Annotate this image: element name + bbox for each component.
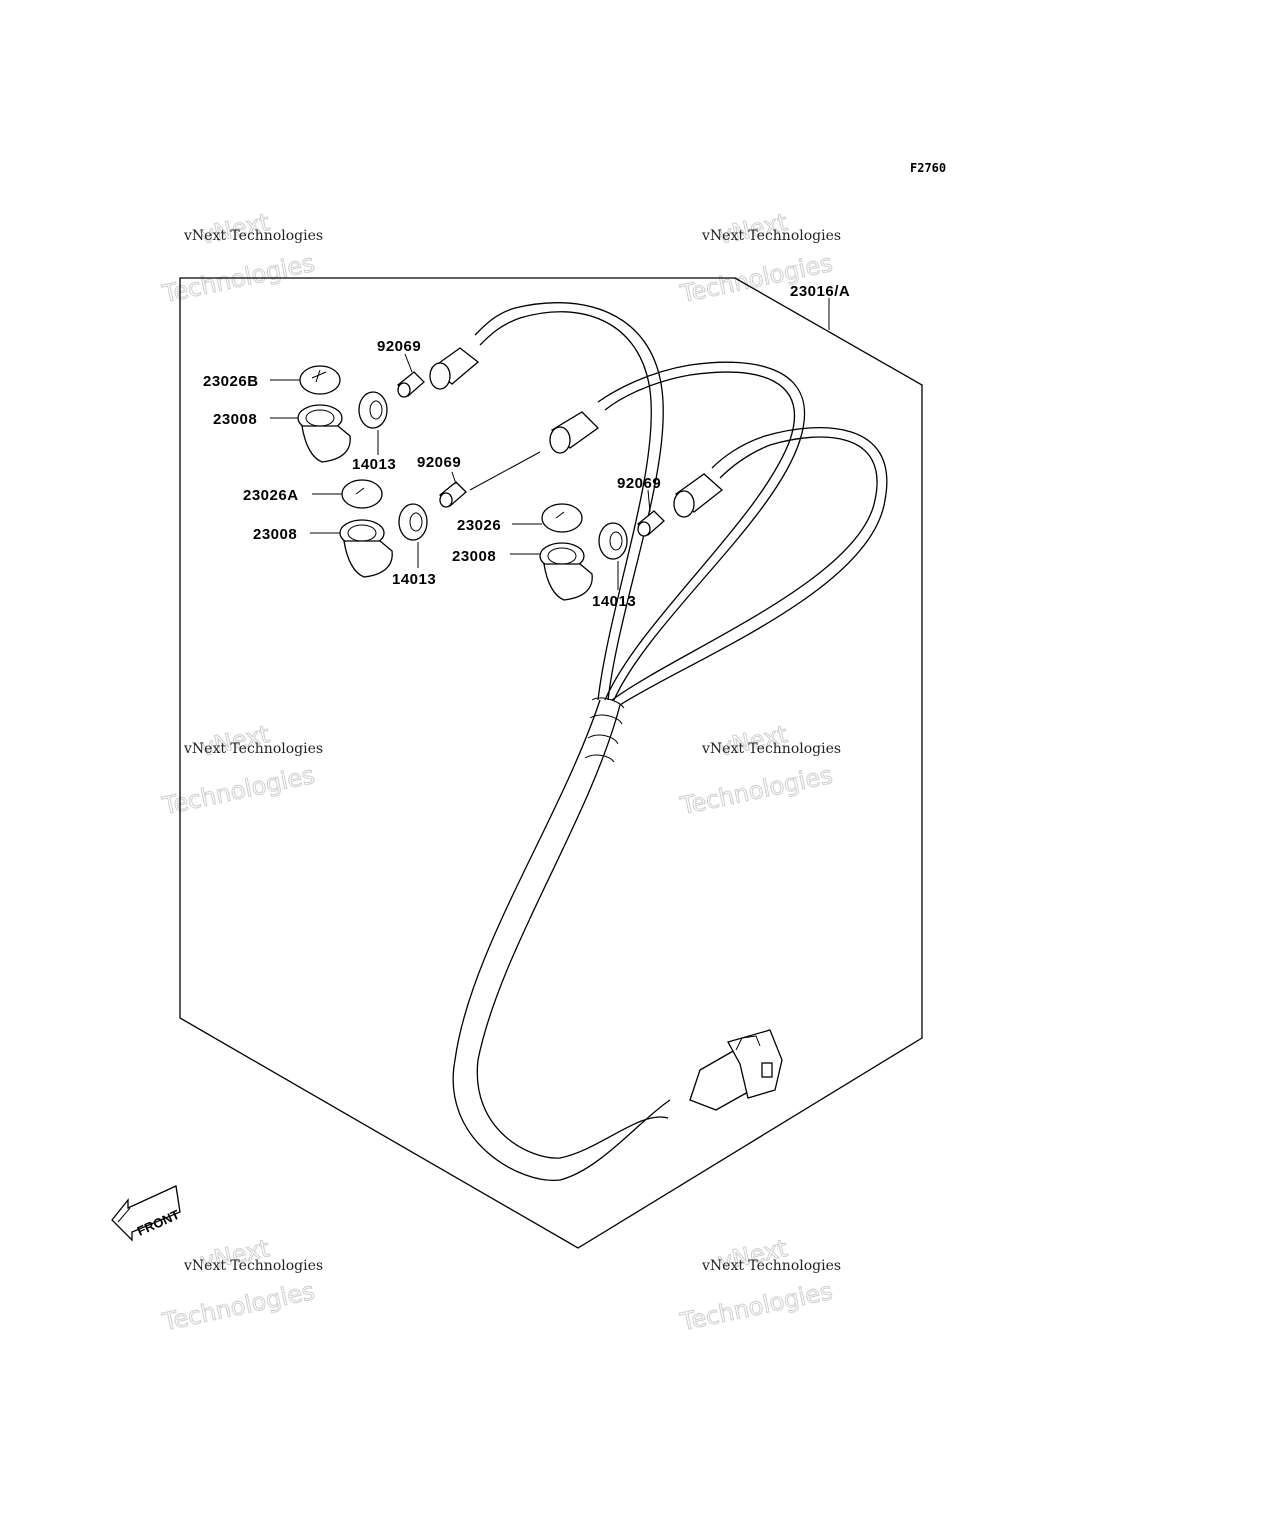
part-label-cap-c: 23026 [457,517,501,534]
wiring-harness [452,302,888,1181]
grommet-icon [398,503,428,541]
svg-text:vNext Technologies: vNext Technologies [701,228,841,244]
cap-icon [299,365,341,395]
part-label-grommet-1: 14013 [352,456,396,473]
harness-connector [689,1029,783,1111]
svg-text:vNext Technologies: vNext Technologies [701,1258,841,1274]
front-arrow-icon: FRONT [111,1185,182,1242]
svg-text:Technologies: Technologies [159,761,317,821]
part-label-bulb-3: 92069 [617,475,661,492]
svg-text:vNext Technologies: vNext Technologies [183,1258,323,1274]
watermark-mid-left: vNext vNext Technologies Technologies [159,720,323,821]
part-label-socket-2: 23008 [253,526,297,543]
figure-code: F2760 [910,161,946,175]
part-label-bulb-1: 92069 [377,338,421,355]
wire-end-socket-3 [673,473,724,518]
svg-text:vNext Technologies: vNext Technologies [183,741,323,757]
assembly-outline [179,277,923,1249]
part-label-socket-1: 23008 [213,411,257,428]
watermark-mid-right: vNext vNext Technologies Technologies [677,720,841,821]
socket-icon [297,404,351,463]
bulb-icon [637,510,665,537]
socket-icon [539,542,593,601]
bulb-icon [397,371,425,398]
watermark-bottom-right: vNext vNext Technologies Technologies [677,1234,841,1337]
part-label-cap-a: 23026A [243,487,299,504]
cap-icon [341,479,383,509]
svg-text:Technologies: Technologies [677,761,835,821]
wire-end-socket-1 [429,347,480,390]
bulb-icon [439,481,467,508]
part-label-cap-b: 23026B [203,373,259,390]
svg-text:Technologies: Technologies [159,1277,317,1337]
svg-text:vNext Technologies: vNext Technologies [183,228,323,244]
cap-icon [541,503,583,533]
part-label-socket-3: 23008 [452,548,496,565]
part-label-grommet-3: 14013 [592,593,636,610]
watermark-bottom-left: vNext vNext Technologies Technologies [159,1234,323,1337]
part-label-bulb-2: 92069 [417,454,461,471]
grommet-icon [358,391,388,429]
grommet-icon [598,522,628,560]
svg-text:Technologies: Technologies [677,1277,835,1337]
svg-text:Technologies: Technologies [159,249,317,309]
part-label-grommet-2: 14013 [392,571,436,588]
watermark-top-left: vNext vNext Technologies Technologies [159,208,323,309]
wire-end-socket-2 [549,411,600,454]
svg-text:vNext Technologies: vNext Technologies [701,741,841,757]
socket-icon [339,519,393,578]
part-label-harness: 23016/A [790,283,850,300]
